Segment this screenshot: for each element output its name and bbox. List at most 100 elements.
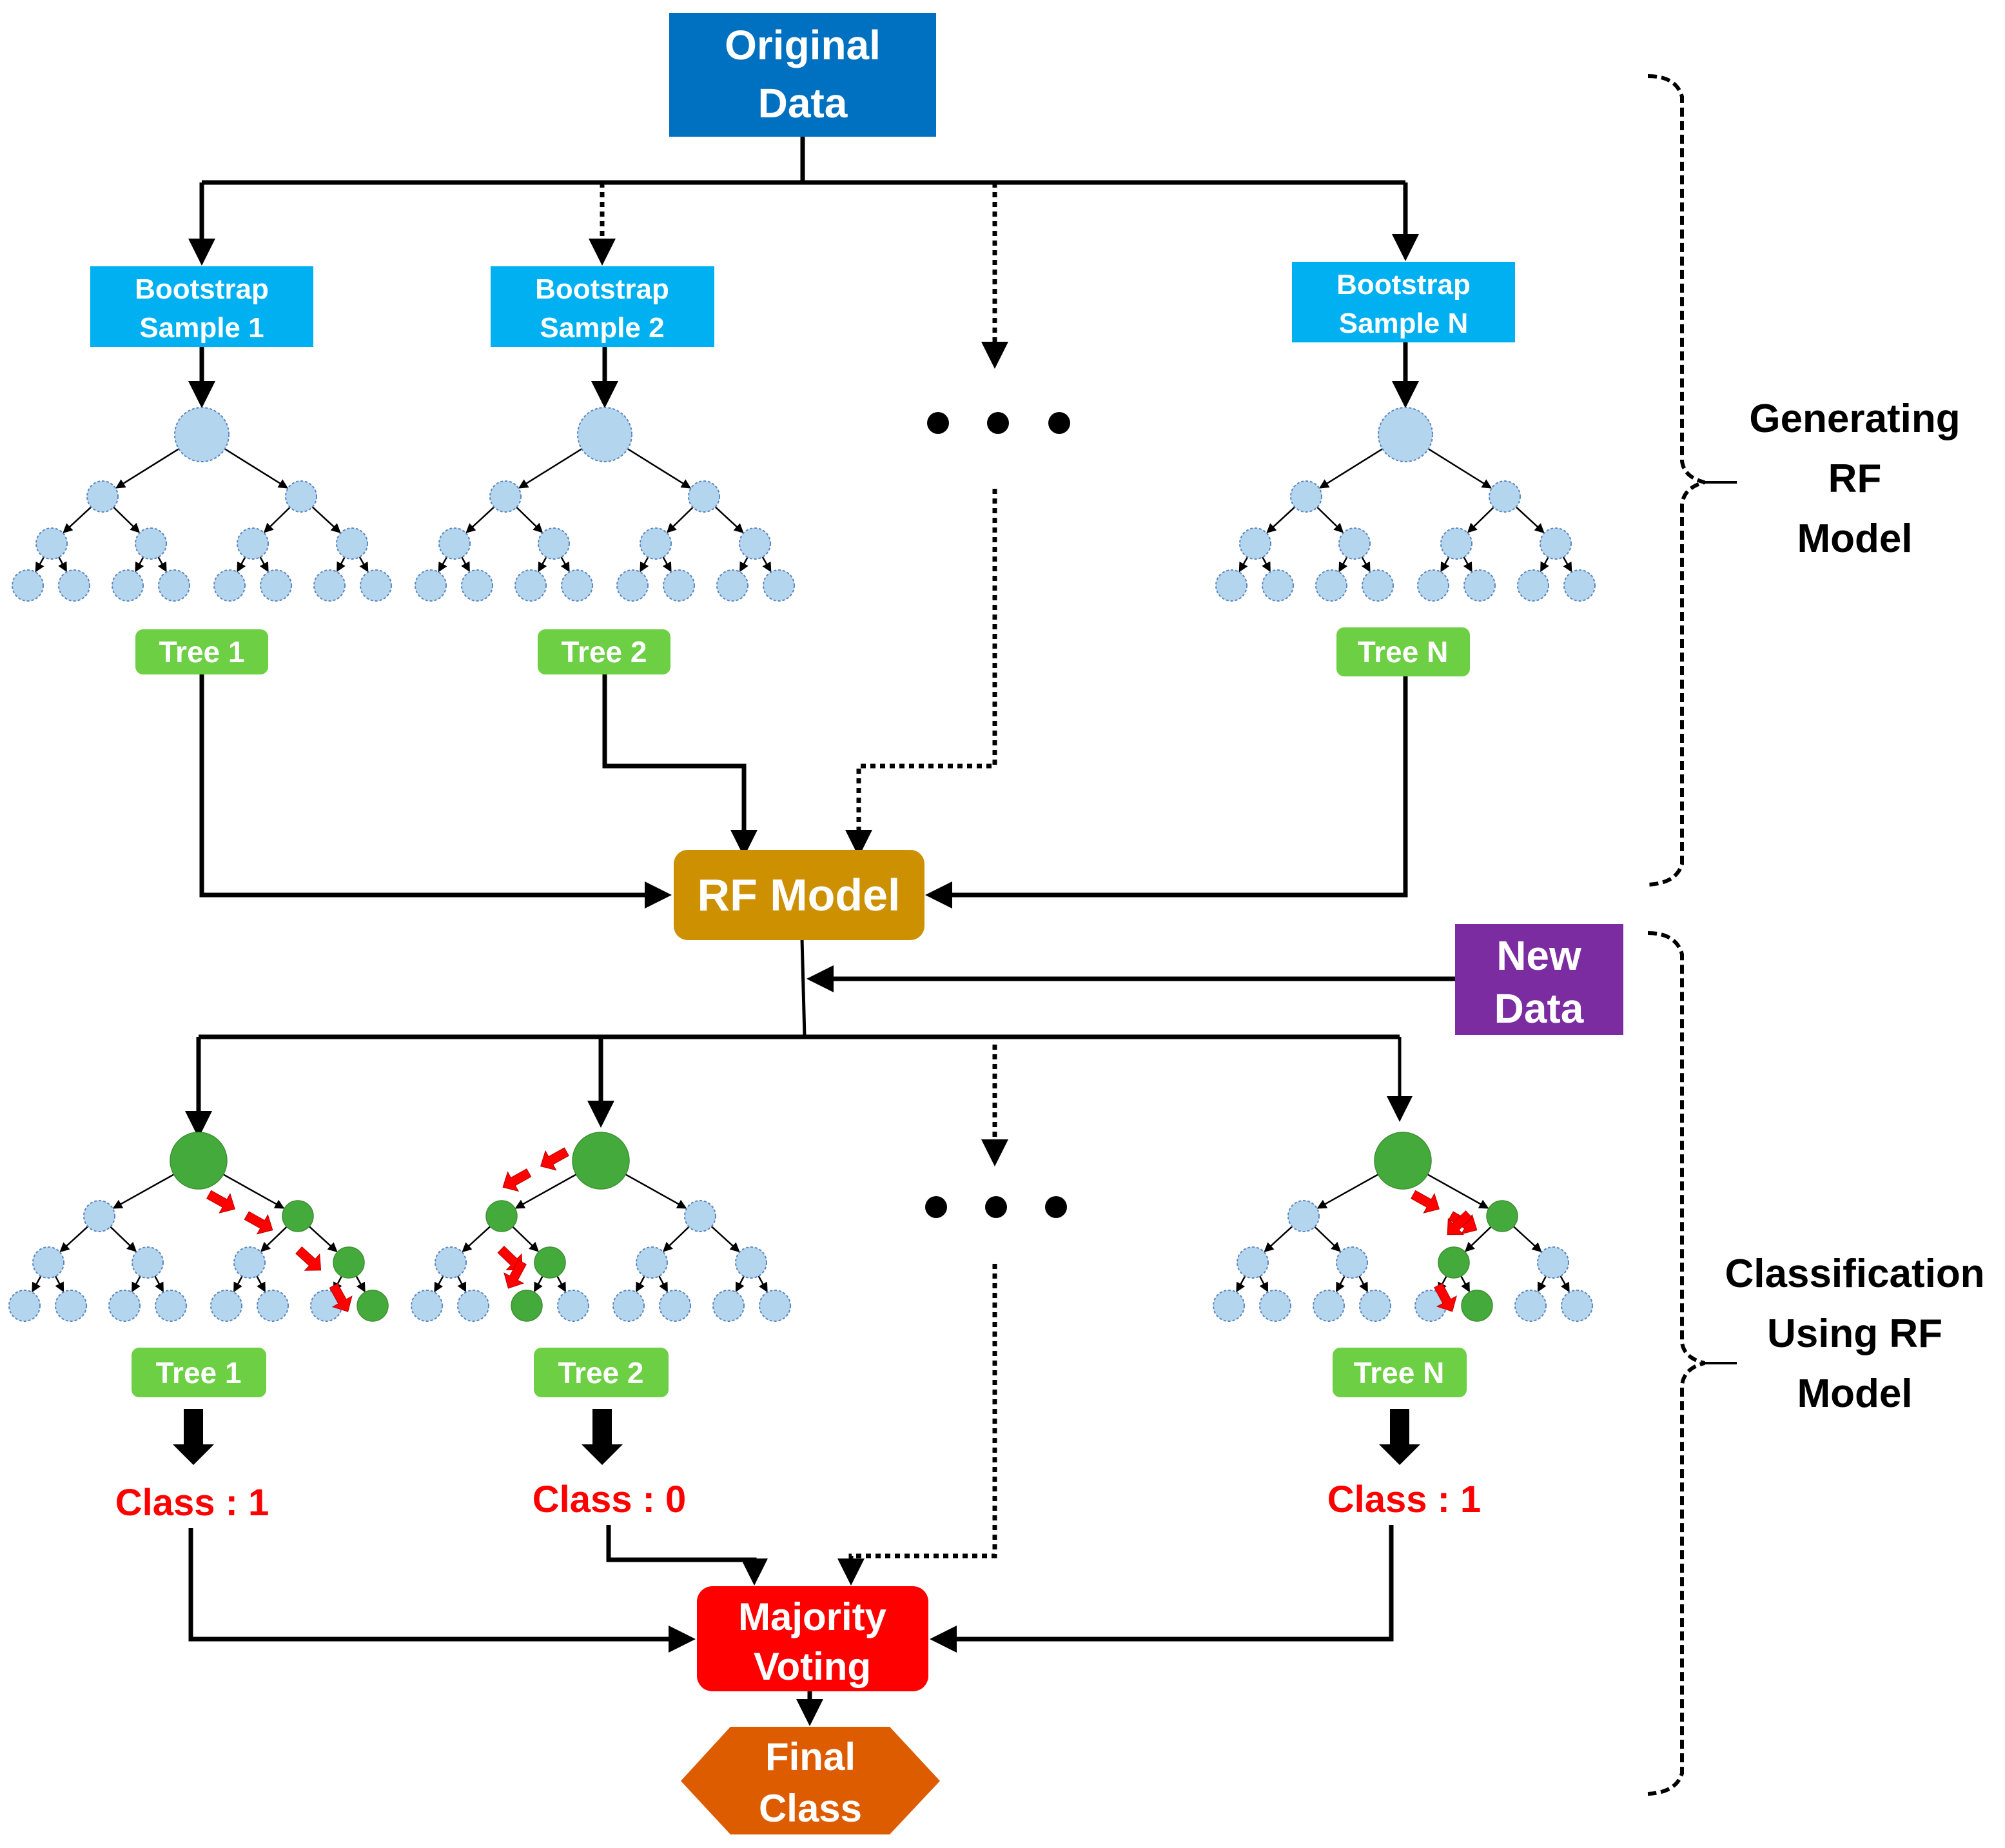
tree-leaf-node xyxy=(1463,569,1496,602)
tree-leaf-node xyxy=(1514,1290,1547,1322)
tree-edge xyxy=(259,556,269,573)
tree-edge xyxy=(1427,1174,1489,1209)
tree-node xyxy=(1237,1246,1269,1279)
ellipsis-dot xyxy=(925,1196,947,1218)
final-class-line1: Final xyxy=(765,1735,856,1778)
tree-edge xyxy=(636,1275,645,1293)
tree-edge xyxy=(1560,1275,1570,1293)
tree-leaf-node xyxy=(1417,569,1449,602)
phase-generating-line3: Model xyxy=(1797,516,1912,561)
rf-model-rect xyxy=(674,850,924,940)
tree-edge xyxy=(1236,1275,1246,1293)
tree-edge xyxy=(1440,556,1450,573)
tree-node xyxy=(1290,480,1322,513)
tree-leaf-node xyxy=(763,569,795,602)
majority-voting-line2: Voting xyxy=(754,1645,871,1688)
classification-tree-n-output: Tree N Class : 1 xyxy=(1327,1348,1481,1520)
tree-leaf-node xyxy=(1213,1290,1245,1322)
training-tree-n-label: Tree N xyxy=(1336,627,1470,676)
training-tree-3-graph xyxy=(1215,407,1596,602)
tree-leaf-node xyxy=(1359,1290,1391,1322)
tree-leaf-node xyxy=(260,569,292,602)
tree-edge xyxy=(462,1226,491,1253)
tree-edge xyxy=(154,1275,164,1293)
tree-edge xyxy=(1515,506,1545,534)
ellipsis-dot xyxy=(1045,1196,1067,1218)
tree-leaf-node xyxy=(55,1290,87,1322)
phase-generating-line1: Generating xyxy=(1749,397,1960,441)
tree-leaf-node xyxy=(1315,569,1347,602)
tree-edge xyxy=(1537,1275,1547,1293)
tree-edge xyxy=(132,1275,141,1293)
tree-leaf-node xyxy=(616,569,649,602)
tree-edge xyxy=(1562,556,1572,573)
ellipsis-dot xyxy=(927,412,949,434)
rf-model-label: RF Model xyxy=(698,870,901,920)
training-trees xyxy=(12,407,1596,602)
tree-edge xyxy=(113,506,141,533)
training-tree-1-label: Tree 1 xyxy=(135,629,268,674)
decision-path-arrow-icon xyxy=(329,1283,353,1312)
tree-node xyxy=(1438,1246,1470,1279)
ellipsis-top xyxy=(927,412,1070,434)
tree-edge xyxy=(761,556,772,573)
phase-classification-line1: Classification xyxy=(1725,1252,1984,1296)
tree-edge xyxy=(1238,556,1249,573)
tree-root-node xyxy=(170,1132,228,1190)
tree-edge xyxy=(135,556,144,573)
tree-leaf-node xyxy=(112,569,144,602)
training-tree-2-badge xyxy=(538,629,670,674)
decision-path-arrow-icon xyxy=(504,1259,527,1289)
training-tree-2-text: Tree 2 xyxy=(562,635,647,669)
tree-edge xyxy=(666,506,694,533)
connector-class0-majority xyxy=(606,1525,768,1586)
tree-node xyxy=(1540,527,1572,560)
tree-edge xyxy=(461,556,470,573)
decision-path-arrow-icon xyxy=(206,1190,235,1214)
rf-model-box: RF Model xyxy=(674,850,924,940)
tree-leaf-node xyxy=(457,1290,489,1322)
training-tree-2-label: Tree 2 xyxy=(538,629,670,674)
connector-treen-rf xyxy=(925,674,1408,909)
tree-node xyxy=(485,1200,518,1232)
final-class-line2: Class xyxy=(759,1787,862,1830)
tree-node xyxy=(489,480,522,513)
connector-ellipsis-majority xyxy=(837,1264,997,1586)
tree-leaf-node xyxy=(712,1290,745,1322)
tree-edge xyxy=(1262,556,1271,573)
decision-path-arrow-icon xyxy=(1447,1210,1472,1235)
tree-node xyxy=(735,1246,767,1279)
tree-edge xyxy=(222,1174,285,1209)
bootstrap-sample-1-line1: Bootstrap xyxy=(135,273,269,305)
tree-leaf-node xyxy=(461,569,493,602)
ellipsis-dot xyxy=(987,412,1009,434)
tree-edge xyxy=(256,1275,266,1293)
tree-edge xyxy=(1336,1275,1345,1293)
classification-tree-1-text: Tree 1 xyxy=(156,1356,242,1390)
classification-tree-2-graph xyxy=(411,1132,791,1322)
tree-leaf-node xyxy=(213,569,246,602)
training-tree-1-graph xyxy=(12,407,392,602)
tree-edge xyxy=(224,448,289,489)
tree-edge xyxy=(112,1174,175,1209)
decision-path-arrow-icon xyxy=(244,1211,273,1235)
tree-edge xyxy=(658,1275,668,1293)
tree-edge xyxy=(1460,1275,1470,1293)
tree-node xyxy=(1440,527,1472,560)
tree-node xyxy=(1287,1200,1320,1232)
tree-edge xyxy=(1540,556,1549,573)
tree-node xyxy=(538,527,570,560)
tree-leaf-node xyxy=(514,569,547,602)
bootstrap-sample-2-rect xyxy=(491,266,714,347)
decision-path-arrow-icon xyxy=(540,1147,569,1171)
tree-node xyxy=(1537,1246,1569,1279)
training-tree-n-badge xyxy=(1336,627,1470,676)
tree-edge xyxy=(434,1275,444,1293)
tree-leaf-node xyxy=(659,1290,691,1322)
tree-node xyxy=(282,1200,314,1232)
classification-tree-1-badge xyxy=(132,1348,266,1397)
classification-tree-1-output: Tree 1 Class : 1 xyxy=(115,1348,269,1524)
tree-edge xyxy=(438,556,448,573)
tree-root-node xyxy=(577,407,632,462)
